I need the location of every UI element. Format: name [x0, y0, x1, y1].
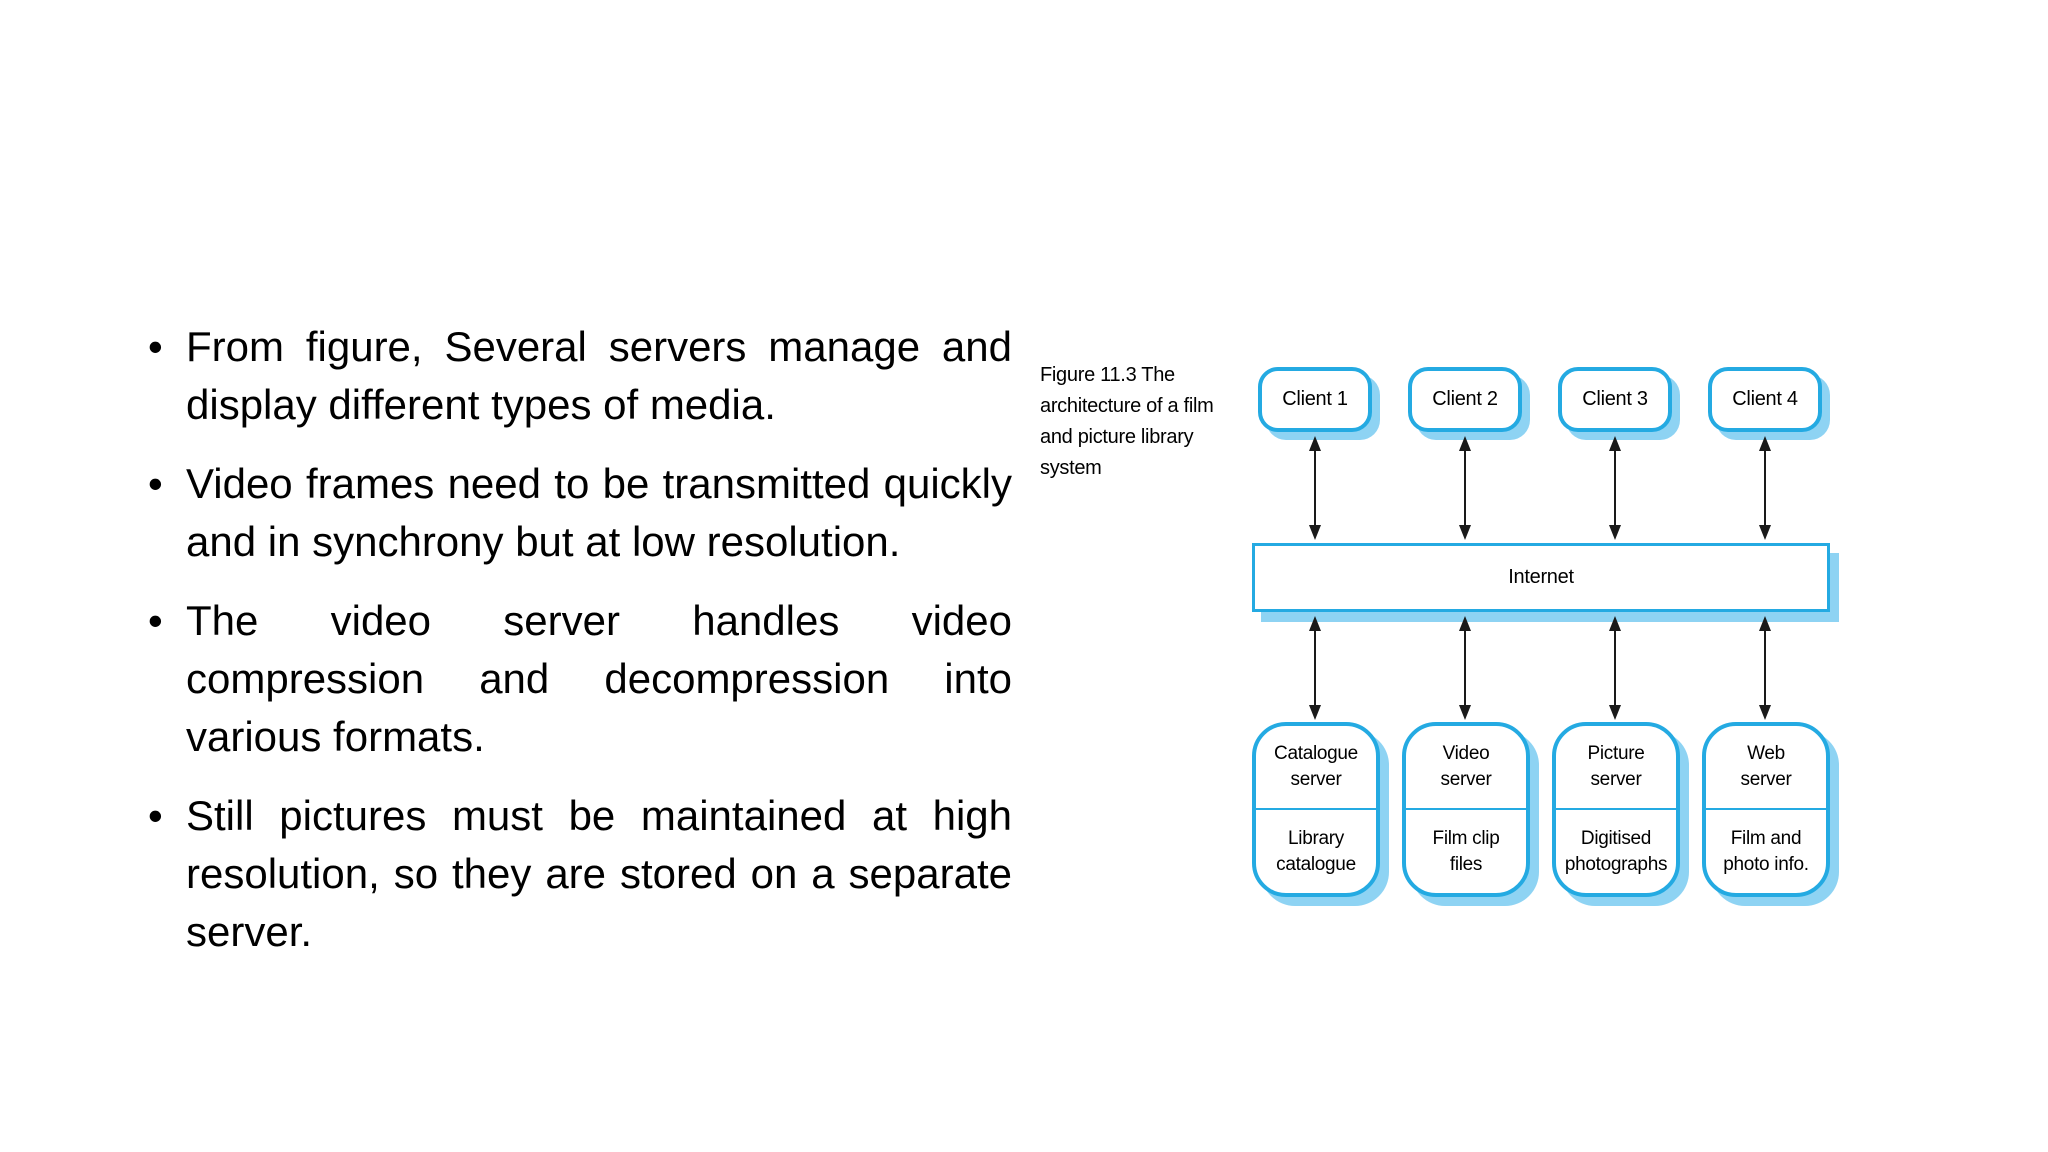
server-contents: Film and photo info. [1706, 808, 1826, 893]
server-box-video: Video server Film clip files [1402, 722, 1530, 897]
internet-box: Internet [1252, 543, 1830, 612]
client-label: Client 1 [1282, 388, 1348, 410]
client-box-1: Client 1 [1258, 367, 1372, 432]
arrow-client1-internet [1308, 436, 1322, 540]
client-label: Client 2 [1432, 388, 1498, 410]
arrow-shaft [1464, 447, 1466, 529]
arrow-shaft [1764, 627, 1766, 709]
server-contents: Film clip files [1406, 808, 1526, 893]
client-box-2: Client 2 [1408, 367, 1522, 432]
arrow-internet-catalogue-server [1308, 616, 1322, 720]
server-contents: Library catalogue [1256, 808, 1376, 893]
arrow-shaft [1614, 447, 1616, 529]
arrow-client3-internet [1608, 436, 1622, 540]
client-box-4: Client 4 [1708, 367, 1822, 432]
server-box-catalogue: Catalogue server Library catalogue [1252, 722, 1380, 897]
arrow-internet-video-server [1458, 616, 1472, 720]
arrow-client4-internet [1758, 436, 1772, 540]
server-name: Web server [1740, 743, 1792, 790]
client-label: Client 4 [1732, 388, 1798, 410]
arrow-client2-internet [1458, 436, 1472, 540]
server-name: Picture server [1587, 743, 1645, 790]
arrow-shaft [1464, 627, 1466, 709]
server-name: Video server [1440, 743, 1492, 790]
server-box-picture: Picture server Digitised photographs [1552, 722, 1680, 897]
arrow-internet-picture-server [1608, 616, 1622, 720]
arrow-shaft [1314, 447, 1316, 529]
arrow-shaft [1314, 627, 1316, 709]
bullet-item: Still pictures must be maintained at hig… [140, 787, 1012, 961]
bullet-item: The video server handles video compressi… [140, 592, 1012, 766]
arrow-shaft [1614, 627, 1616, 709]
server-contents: Digitised photographs [1556, 808, 1676, 893]
arrow-shaft [1764, 447, 1766, 529]
arrow-internet-web-server [1758, 616, 1772, 720]
bullet-list: From figure, Several servers manage and … [140, 318, 1012, 982]
figure-caption: Figure 11.3 The architecture of a film a… [1040, 364, 1214, 479]
client-box-3: Client 3 [1558, 367, 1672, 432]
server-box-web: Web server Film and photo info. [1702, 722, 1830, 897]
internet-label: Internet [1508, 566, 1574, 588]
bullet-item: From figure, Several servers manage and … [140, 318, 1012, 434]
client-label: Client 3 [1582, 388, 1648, 410]
server-name: Catalogue server [1274, 743, 1358, 790]
bullet-item: Video frames need to be transmitted quic… [140, 455, 1012, 571]
